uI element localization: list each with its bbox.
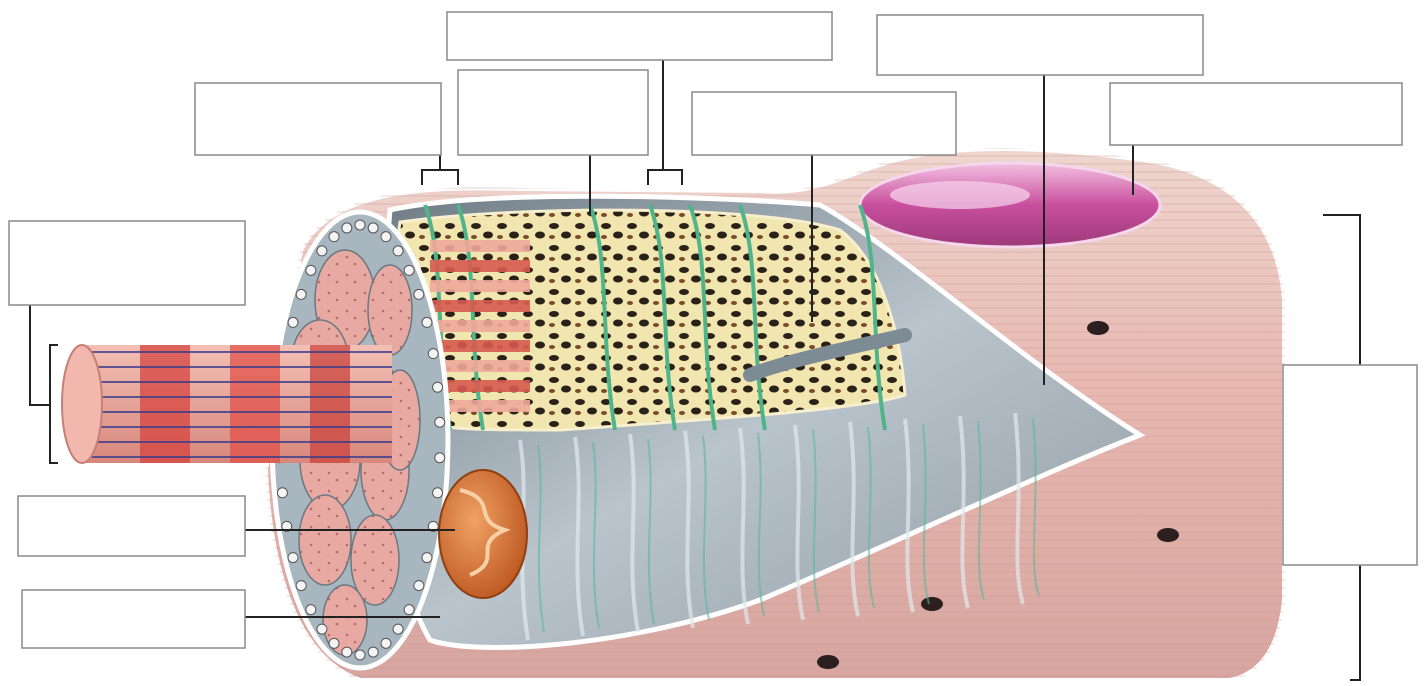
label-box-mitochondrion [18,496,245,556]
label-box-sarcoplasmic-reticulum-rect [458,70,648,155]
sr-cross-section-ring [435,453,445,463]
myofibril-a-band [230,345,280,463]
sr-cross-section-ring [329,638,339,648]
leader-line [1323,215,1360,365]
sr-cross-section-ring [368,647,378,657]
sr-cross-section-ring [381,232,391,242]
nucleus-highlight [890,181,1030,209]
label-box-transverse-tubule [195,83,441,155]
label-box-terminal-cisternae [447,12,832,60]
myofibril-a-band [310,345,350,463]
label-box-nucleus [1110,83,1402,145]
sr-cross-section-ring [414,289,424,299]
sr-cross-section-ring [317,624,327,634]
label-box-sarcoplasm-rect [22,590,245,648]
label-box-transverse-tubule-rect [195,83,441,155]
label-box-terminal-cisternae-rect [447,12,832,60]
myofibril-a-band [140,345,190,463]
sr-cross-section-ring [342,223,352,233]
myofibril-cross-section [299,495,351,585]
sr-cross-section-ring [288,317,298,327]
sr-cross-section-ring [277,488,287,498]
sr-cross-section-ring [306,265,316,275]
sr-cross-section-ring [288,553,298,563]
label-box-sarcomere [692,92,956,155]
sr-cross-section-ring [393,246,403,256]
sr-cross-section-ring [435,417,445,427]
leader-line [30,305,50,405]
sr-cross-section-ring [296,581,306,591]
label-box-myofibril [9,221,245,305]
sr-cross-section-ring [433,488,443,498]
leader-line [50,345,58,463]
label-box-sarcoplasm [22,590,245,648]
label-box-nucleus-rect [1110,83,1402,145]
inner-myofibril-stripe [430,240,530,252]
sr-cross-section-ring [404,265,414,275]
sr-cross-section-ring [355,220,365,230]
sr-cross-section-ring [355,650,365,660]
fiber-pore [921,597,943,611]
sr-cross-section-ring [422,317,432,327]
label-box-muscle-fiber-rect [1283,365,1417,565]
label-box-sarcomere-rect [692,92,956,155]
label-box-sarcolemma-rect [877,15,1203,75]
sr-cross-section-ring [428,349,438,359]
inner-myofibril-stripe [430,320,530,332]
label-box-myofibril-rect [9,221,245,305]
myofibril-cross-section [368,265,412,355]
sr-cross-section-ring [404,605,414,615]
sr-cross-section-ring [381,638,391,648]
sr-cross-section-ring [393,624,403,634]
sr-cross-section-ring [368,223,378,233]
sr-cross-section-ring [433,382,443,392]
inner-myofibril-stripe [430,260,530,272]
artwork-group [9,12,1417,681]
inner-myofibril-stripe [430,300,530,312]
inner-myofibril-stripe [430,340,530,352]
sr-cross-section-ring [342,647,352,657]
sr-cross-section-ring [296,289,306,299]
sr-cross-section-ring [414,581,424,591]
mitochondrion-shape [439,470,527,598]
label-box-mitochondrion-rect [18,496,245,556]
leader-line [648,170,682,185]
label-box-sarcoplasmic-reticulum [458,70,648,155]
sr-cross-section-ring [422,553,432,563]
nucleus-shape [860,163,1160,247]
sr-cross-section-ring [306,605,316,615]
inner-myofibril-stripe [430,280,530,292]
fiber-pore [1087,321,1109,335]
label-box-sarcolemma [877,15,1203,75]
leader-line [1350,565,1360,680]
label-box-muscle-fiber [1283,365,1417,565]
sr-cross-section-ring [329,232,339,242]
fiber-pore [817,655,839,669]
sr-cross-section-ring [317,246,327,256]
leader-line [422,170,458,185]
myofibril-end [62,345,102,463]
fiber-pore [1157,528,1179,542]
